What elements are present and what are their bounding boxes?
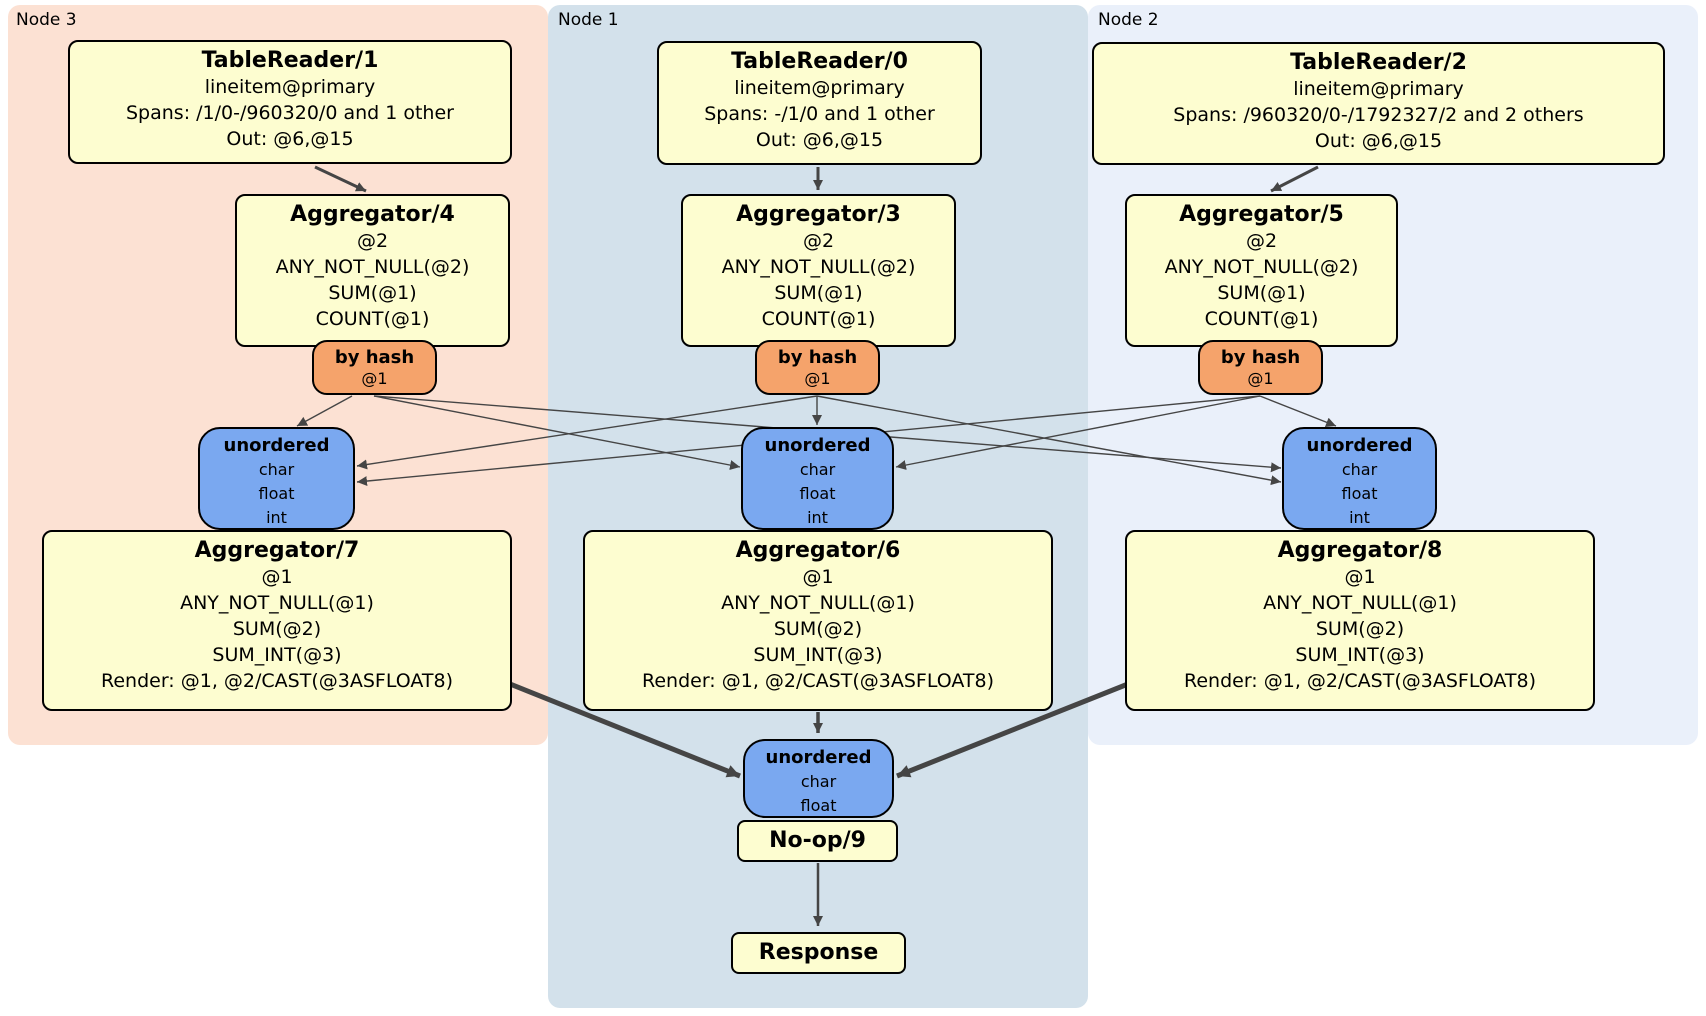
aggregator-5-title: Aggregator/5 [1179, 202, 1344, 227]
edge-router2-sync2 [1259, 395, 1337, 427]
table-reader-0-title: TableReader/0 [731, 49, 908, 74]
edge-router3-sync3 [296, 395, 353, 427]
table-reader-0-out: Out: @6,@15 [755, 129, 884, 151]
aggregator-7-expr: ANY_NOT_NULL(@1) [180, 592, 374, 614]
table-reader-1-title: TableReader/1 [201, 48, 379, 73]
edge-agg7-syncfinal [504, 679, 741, 779]
aggregator-6-render: Render: @1, @2/CAST(@3ASFLOAT8) [642, 670, 994, 692]
aggregator-4-expr: COUNT(@1) [315, 308, 430, 330]
aggregator-8-box: Aggregator/8 @1 ANY_NOT_NULL(@1) SUM(@2)… [1125, 530, 1595, 711]
aggregator-4-group: @2 [356, 230, 389, 252]
unordered-sync-node1-col: float [799, 484, 836, 503]
edge-router1-sync2 [816, 395, 1282, 486]
unordered-sync-node3-col: char [258, 460, 295, 479]
noop-9-title: No-op/9 [769, 828, 866, 853]
aggregator-4-expr: SUM(@1) [328, 282, 417, 304]
aggregator-3-box: Aggregator/3 @2 ANY_NOT_NULL(@2) SUM(@1)… [681, 194, 956, 347]
table-reader-1-box: TableReader/1 lineitem@primary Spans: /1… [68, 40, 512, 164]
unordered-sync-final-col: char [800, 772, 837, 791]
aggregator-3-expr: SUM(@1) [774, 282, 863, 304]
unordered-sync-node2-col: char [1341, 460, 1378, 479]
aggregator-4-expr: ANY_NOT_NULL(@2) [275, 256, 470, 278]
node-1-label: Node 1 [558, 10, 619, 30]
unordered-sync-node1-title: unordered [764, 435, 871, 456]
edge-agg8-syncfinal [896, 679, 1134, 779]
noop-9-box: No-op/9 [737, 820, 898, 862]
edge-router1-sync3 [356, 395, 818, 470]
aggregator-7-title: Aggregator/7 [194, 538, 360, 563]
edge-tr1-agg4 [314, 165, 367, 193]
aggregator-6-box: Aggregator/6 @1 ANY_NOT_NULL(@1) SUM(@2)… [583, 530, 1053, 711]
aggregator-4-box: Aggregator/4 @2 ANY_NOT_NULL(@2) SUM(@1)… [235, 194, 510, 347]
edge-tr2-agg5 [1270, 165, 1319, 193]
aggregator-5-group: @2 [1245, 230, 1278, 252]
aggregator-8-title: Aggregator/8 [1277, 538, 1443, 563]
aggregator-8-render: Render: @1, @2/CAST(@3ASFLOAT8) [1184, 670, 1536, 692]
hash-router-node1-key: @1 [804, 369, 831, 388]
table-reader-2-out: Out: @6,@15 [1314, 130, 1443, 152]
aggregator-3-expr: COUNT(@1) [761, 308, 876, 330]
hash-router-node3: by hash @1 [312, 340, 437, 395]
unordered-sync-node3-col: int [266, 508, 287, 527]
aggregator-3-expr: ANY_NOT_NULL(@2) [721, 256, 916, 278]
hash-router-node1: by hash @1 [755, 340, 880, 395]
aggregator-7-box: Aggregator/7 @1 ANY_NOT_NULL(@1) SUM(@2)… [42, 530, 512, 711]
unordered-sync-node1-col: char [799, 460, 836, 479]
aggregator-6-expr: SUM(@2) [773, 618, 863, 640]
hash-router-node2-key: @1 [1247, 369, 1274, 388]
node-2-label: Node 2 [1098, 10, 1159, 30]
table-reader-0-box: TableReader/0 lineitem@primary Spans: -/… [657, 41, 982, 165]
node-3-label: Node 3 [16, 10, 77, 30]
aggregator-6-title: Aggregator/6 [735, 538, 901, 563]
unordered-sync-node2-title: unordered [1306, 435, 1413, 456]
aggregator-3-group: @2 [802, 230, 835, 252]
table-reader-2-box: TableReader/2 lineitem@primary Spans: /9… [1092, 42, 1665, 165]
table-reader-2-title: TableReader/2 [1290, 50, 1467, 75]
response-box: Response [731, 932, 906, 974]
unordered-sync-final-col: float [800, 796, 837, 815]
aggregator-5-expr: COUNT(@1) [1204, 308, 1319, 330]
aggregator-8-expr: ANY_NOT_NULL(@1) [1263, 592, 1457, 614]
aggregator-3-title: Aggregator/3 [736, 202, 901, 227]
unordered-sync-node2: unordered char float int [1282, 427, 1437, 530]
unordered-sync-node2-col: int [1349, 508, 1370, 527]
unordered-sync-node1: unordered char float int [741, 427, 894, 530]
hash-router-node3-title: by hash [334, 347, 415, 368]
table-reader-1-out: Out: @6,@15 [226, 128, 354, 150]
unordered-sync-node3-col: float [258, 484, 295, 503]
aggregator-7-expr: SUM(@2) [232, 618, 322, 640]
unordered-sync-node1-col: int [807, 508, 828, 527]
aggregator-7-render: Render: @1, @2/CAST(@3ASFLOAT8) [101, 670, 453, 692]
table-reader-1-index: lineitem@primary [204, 76, 376, 98]
aggregator-7-expr: SUM_INT(@3) [212, 644, 342, 666]
hash-router-node2-title: by hash [1220, 347, 1301, 368]
hash-router-node3-key: @1 [361, 369, 388, 388]
aggregator-5-expr: SUM(@1) [1217, 282, 1306, 304]
table-reader-1-spans: Spans: /1/0-/960320/0 and 1 other [126, 102, 454, 124]
hash-router-node2: by hash @1 [1198, 340, 1323, 395]
response-title: Response [758, 940, 879, 965]
aggregator-8-group: @1 [1344, 566, 1376, 588]
hash-router-node1-title: by hash [777, 347, 858, 368]
unordered-sync-node2-col: float [1341, 484, 1378, 503]
table-reader-0-index: lineitem@primary [734, 77, 905, 99]
aggregator-4-title: Aggregator/4 [290, 202, 455, 227]
aggregator-6-expr: ANY_NOT_NULL(@1) [721, 592, 915, 614]
table-reader-2-index: lineitem@primary [1293, 78, 1464, 100]
aggregator-5-box: Aggregator/5 @2 ANY_NOT_NULL(@2) SUM(@1)… [1125, 194, 1398, 347]
aggregator-6-group: @1 [802, 566, 834, 588]
aggregator-8-expr: SUM(@2) [1315, 618, 1405, 640]
unordered-sync-final: unordered char float [743, 739, 894, 818]
unordered-sync-node3: unordered char float int [198, 427, 355, 530]
edge-router3-sync1 [373, 395, 741, 471]
unordered-sync-node3-title: unordered [223, 435, 330, 456]
aggregator-6-expr: SUM_INT(@3) [753, 644, 883, 666]
table-reader-0-spans: Spans: -/1/0 and 1 other [704, 103, 935, 125]
table-reader-2-spans: Spans: /960320/0-/1792327/2 and 2 others [1173, 104, 1584, 126]
unordered-sync-final-title: unordered [765, 747, 872, 768]
aggregator-5-expr: ANY_NOT_NULL(@2) [1164, 256, 1359, 278]
aggregator-8-expr: SUM_INT(@3) [1295, 644, 1425, 666]
edge-router2-sync1 [895, 395, 1261, 470]
aggregator-7-group: @1 [261, 566, 293, 588]
